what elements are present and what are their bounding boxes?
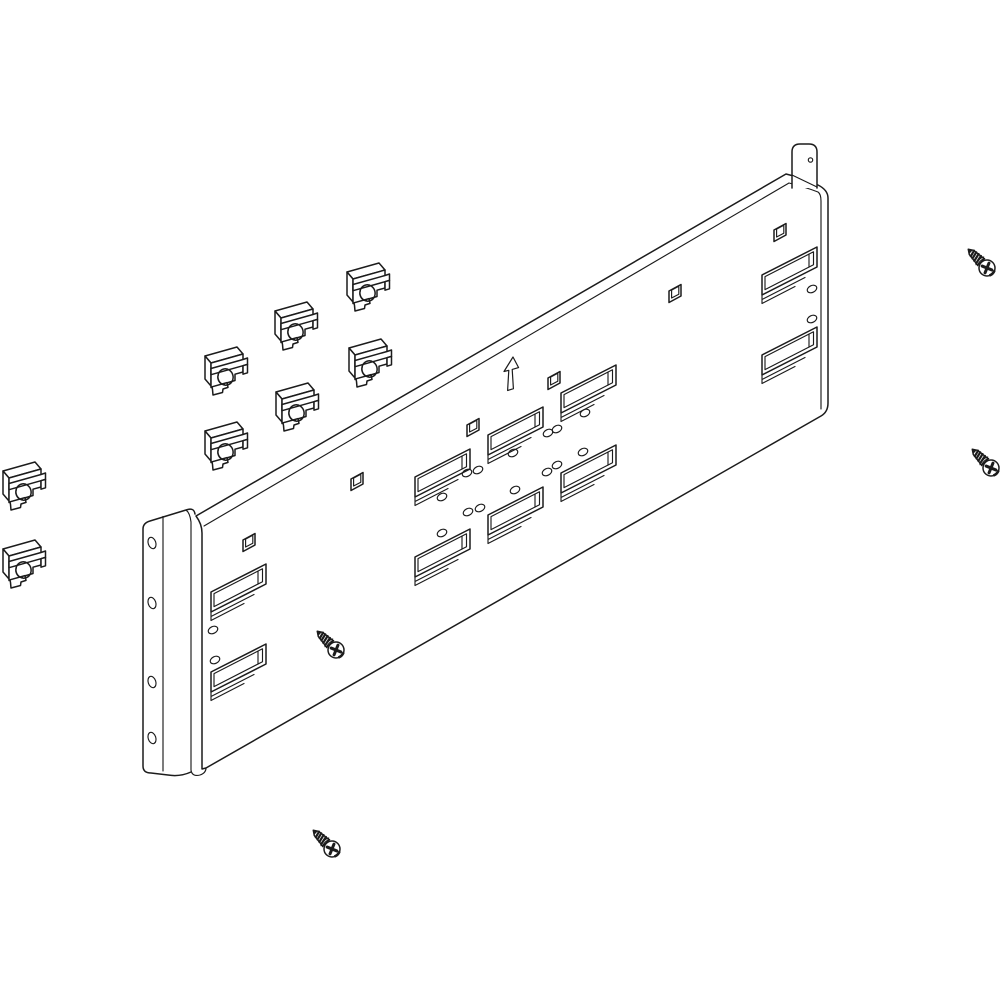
cage-nut (275, 382, 320, 432)
up-arrow-icon (503, 356, 520, 392)
cage-nut (2, 461, 47, 511)
top-tab (791, 143, 818, 189)
screw (963, 244, 997, 278)
flange-hole (146, 674, 158, 690)
cage-nut (346, 262, 391, 312)
cage-nut (204, 346, 249, 396)
flange-hole (146, 730, 158, 746)
panel-front-face (195, 173, 829, 770)
cage-nut (2, 539, 47, 589)
tab-hole (807, 157, 814, 163)
cage-nut (348, 338, 393, 388)
screw (967, 444, 1000, 478)
cage-nut (274, 301, 319, 351)
flange-hole (146, 535, 158, 551)
panel-flange (142, 508, 196, 777)
cage-nut (204, 421, 249, 471)
screw (308, 825, 342, 859)
flange-hole (146, 595, 158, 611)
mounting-plate (142, 143, 829, 777)
flange-hole-layer (146, 535, 158, 746)
